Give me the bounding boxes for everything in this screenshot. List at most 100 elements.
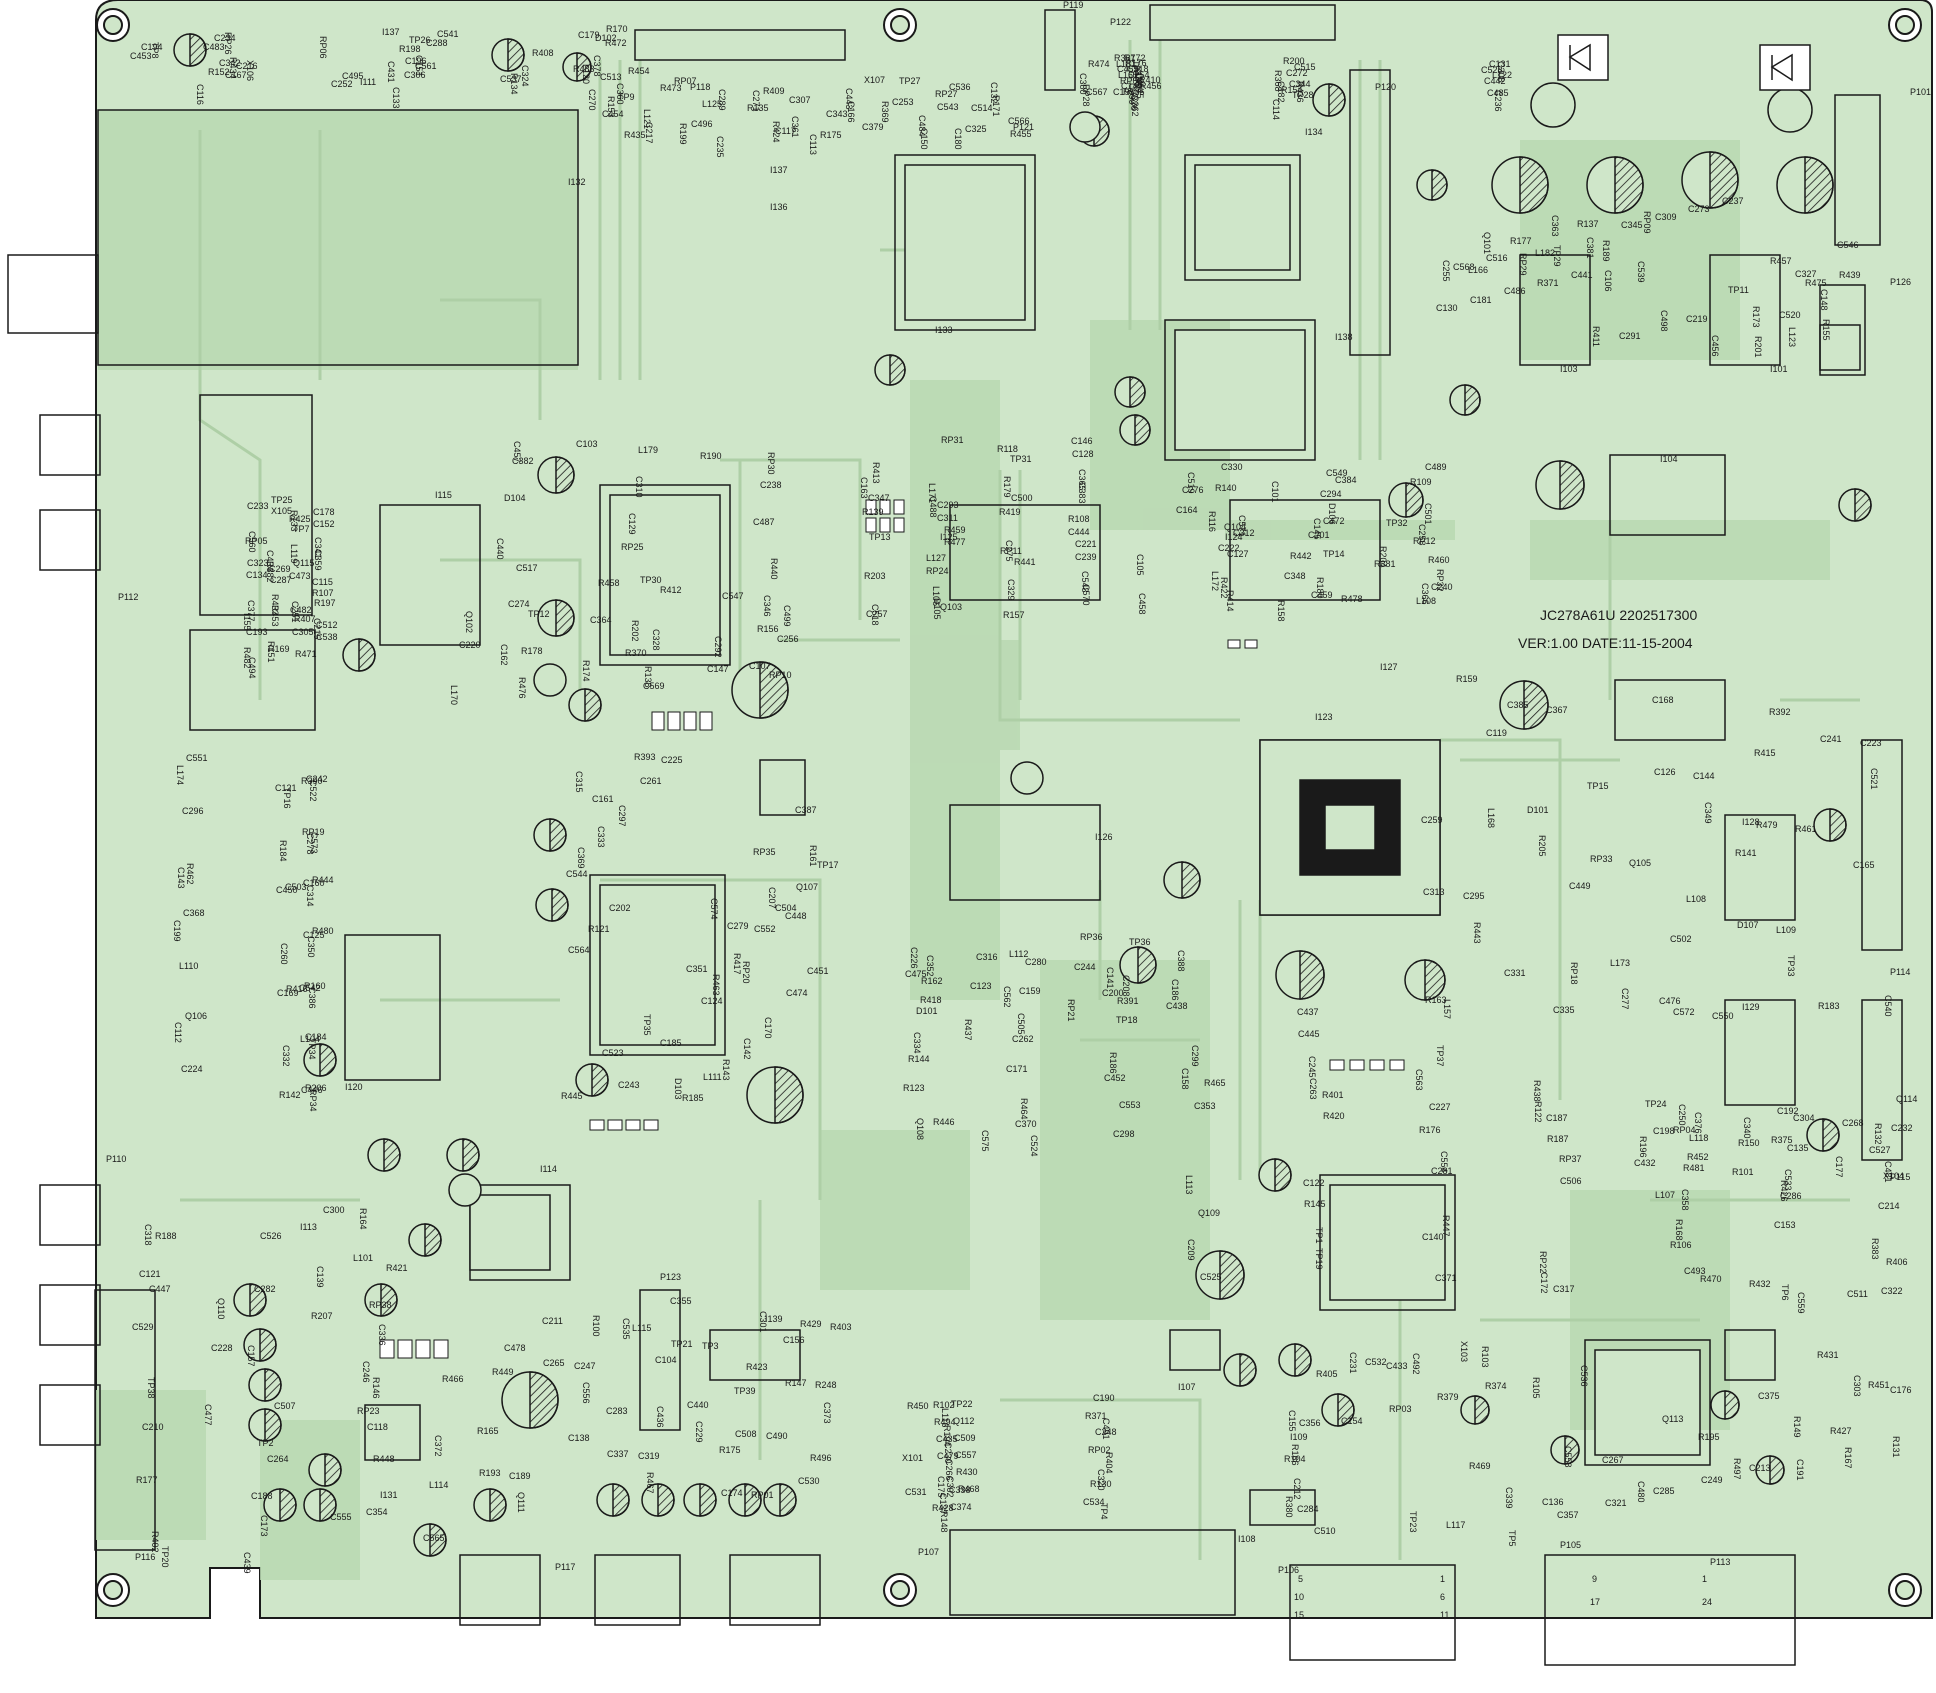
component-designator: C380 — [1078, 73, 1088, 95]
component-designator: R171 — [991, 95, 1001, 117]
component-designator: R175 — [820, 130, 842, 140]
component-designator: C473 — [289, 571, 311, 581]
component-designator: R175 — [719, 1445, 741, 1455]
component-designator: R174 — [581, 660, 591, 682]
component-designator: R467 — [645, 1472, 655, 1494]
component-designator: C360 — [615, 83, 625, 105]
chip-ref-i113: I113 — [300, 1222, 317, 1232]
component-designator: L108 — [1416, 596, 1436, 606]
component-designator: C139 — [315, 1266, 325, 1288]
component-designator: C275 — [1004, 540, 1014, 562]
component-designator: C198 — [1653, 1126, 1675, 1136]
component-designator: C228 — [211, 1343, 233, 1353]
component-designator: C450 — [276, 885, 298, 895]
board-id-text: JC278A61U 2202517300 — [1540, 607, 1697, 623]
component-designator: C227 — [1429, 1102, 1451, 1112]
component-designator: C348 — [1284, 571, 1306, 581]
connector-ref-p115: P115 — [1890, 1172, 1910, 1182]
chip-ref-i126: I126 — [1095, 832, 1113, 842]
component-designator: R205 — [1537, 835, 1547, 857]
chip-ref-i137: I137 — [770, 165, 788, 175]
component-designator: RP06 — [318, 36, 328, 59]
component-designator: L179 — [638, 445, 658, 455]
connector-ref-p105: P105 — [1560, 1540, 1581, 1550]
component-designator: TP7 — [293, 524, 310, 534]
component-designator: L171 — [927, 483, 937, 503]
component-designator: R441 — [1014, 557, 1036, 567]
component-designator: R194 — [942, 1425, 952, 1447]
component-designator: C575 — [980, 1130, 990, 1152]
component-designator: C229 — [694, 1421, 704, 1443]
component-designator: C218 — [1127, 64, 1149, 74]
component-designator: L168 — [1486, 808, 1496, 828]
component-designator: C353 — [1194, 1101, 1216, 1111]
component-designator: C195 — [1113, 87, 1135, 97]
component-designator: C137 — [938, 1493, 948, 1515]
component-designator: C532 — [1365, 1357, 1387, 1367]
component-designator: L113 — [1184, 1175, 1194, 1194]
component-designator: TP10 — [1131, 60, 1141, 82]
component-designator: C352 — [925, 955, 935, 977]
component-designator: R494 — [934, 1417, 956, 1427]
component-designator: R162 — [921, 976, 943, 986]
component-designator: C253 — [892, 97, 914, 107]
diodes — [1557, 34, 1811, 91]
component-designator: C482 — [290, 605, 312, 615]
component-designator: C126 — [1654, 767, 1676, 777]
component-designator: X107 — [864, 75, 885, 85]
component-designator: L174 — [175, 765, 185, 785]
component-designator: C254 — [1128, 70, 1150, 80]
component-designator: C317 — [1553, 1284, 1575, 1294]
component-designator: D103 — [673, 1078, 683, 1100]
chip-ref-i133: I133 — [935, 325, 953, 335]
component-designator: C506 — [1560, 1176, 1582, 1186]
component-designator: R481 — [1683, 1163, 1705, 1173]
component-designator: C371 — [1435, 1273, 1457, 1283]
component-designator: R458 — [598, 578, 620, 588]
component-designator: C129 — [627, 513, 637, 535]
component-designator: C571 — [1237, 515, 1247, 537]
component-designator: I155 — [242, 613, 252, 631]
component-designator: R438 — [1532, 1080, 1542, 1102]
component-designator: C273 — [1688, 204, 1710, 214]
component-designator: R429 — [800, 1319, 822, 1329]
component-designator: C508 — [735, 1429, 757, 1439]
component-designator: C354 — [366, 1507, 388, 1517]
component-designator: C258 — [1417, 524, 1427, 546]
component-designator: C232 — [1891, 1123, 1913, 1133]
component-designator: RP02 — [1088, 1445, 1111, 1455]
component-designator: C148 — [1819, 289, 1829, 311]
component-designator: R143 — [721, 1059, 731, 1081]
component-designator: C144 — [1693, 771, 1715, 781]
component-designator: C323 — [247, 558, 269, 568]
component-designator: TP30 — [640, 575, 662, 585]
component-designator: C242 — [306, 774, 328, 784]
component-designator: C440 — [687, 1400, 709, 1410]
component-designator: C220 — [459, 640, 481, 650]
component-designator: C152 — [313, 519, 335, 529]
component-designator: C546 — [1837, 240, 1859, 250]
connector-ref-p106: P106 — [1278, 1565, 1299, 1575]
component-designator: R370 — [625, 648, 647, 658]
component-designator: R428 — [932, 1503, 954, 1513]
component-designator: C300 — [323, 1205, 345, 1215]
component-designator: C355 — [670, 1296, 692, 1306]
component-designator: C444 — [1068, 527, 1090, 537]
component-designator: C370 — [1015, 1119, 1037, 1129]
component-designator: TP31 — [1010, 454, 1032, 464]
component-designator: R463 — [711, 974, 721, 996]
component-designator: C192 — [1777, 1106, 1799, 1116]
component-designator: TP1 — [1314, 1227, 1324, 1244]
component-designator: L122 — [1492, 70, 1512, 80]
component-designator: C216 — [236, 61, 258, 71]
dvi-pin: 17 — [1590, 1597, 1600, 1607]
component-designator: R413 — [871, 462, 881, 484]
component-designator: C477 — [203, 1404, 213, 1426]
component-designator: R133 — [289, 510, 299, 532]
dvi-connector-pins: 9 1 17 24 — [1590, 1574, 1712, 1607]
component-designator: C217 — [644, 122, 654, 144]
component-designator: C280 — [1025, 957, 1047, 967]
component-designator: C189 — [509, 1471, 531, 1481]
component-designator: C171 — [1006, 1064, 1028, 1074]
connector-ref-p119: P119 — [1063, 0, 1083, 10]
